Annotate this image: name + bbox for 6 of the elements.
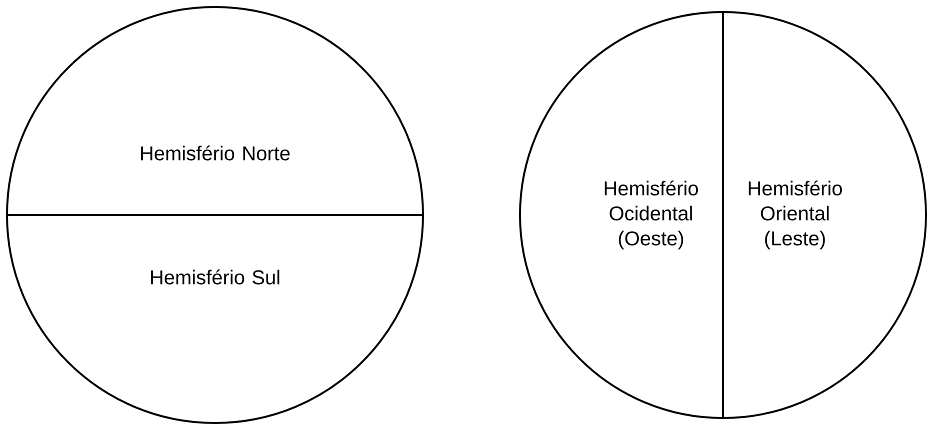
globe-circle bbox=[6, 6, 424, 424]
globe-circle bbox=[519, 11, 927, 419]
hemisphere-label: Hemisfério Sul bbox=[151, 270, 280, 284]
hemisphere-label: Hemisfério Norte bbox=[141, 146, 290, 160]
hemisphere-label: Hemisfério Ocidental (Oeste) bbox=[604, 180, 698, 250]
hemisphere-label: Hemisfério Oriental (Leste) bbox=[748, 180, 842, 250]
